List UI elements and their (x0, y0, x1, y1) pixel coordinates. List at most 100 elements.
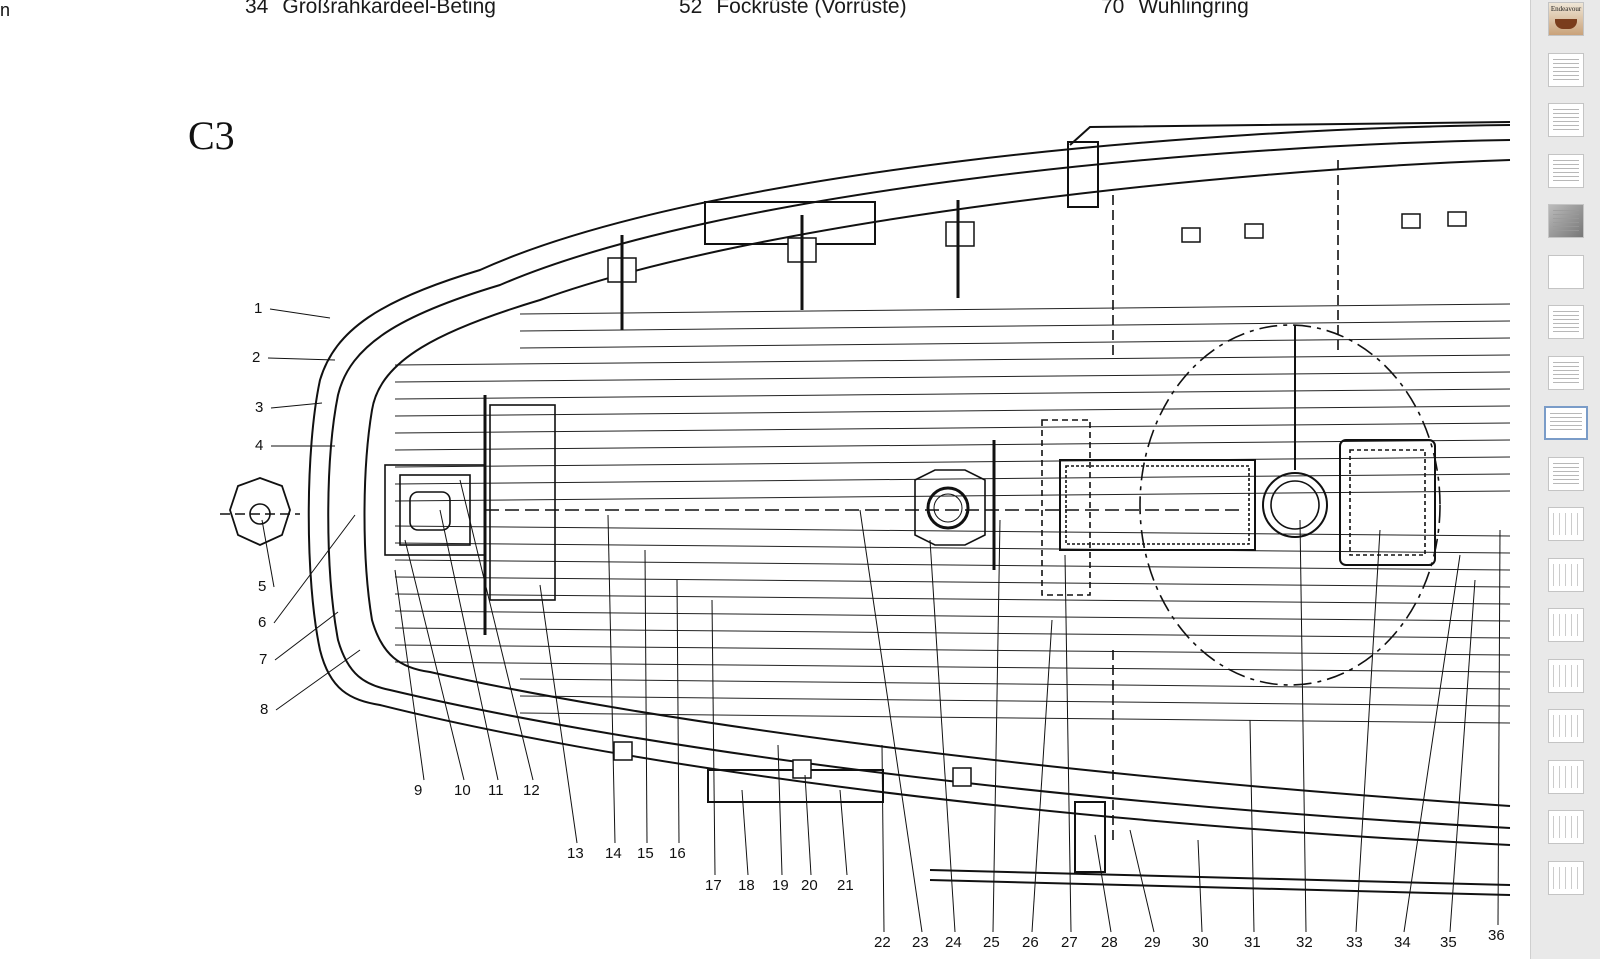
callout-leader-25 (992, 519, 1001, 933)
thumbnail-preview (1553, 866, 1579, 889)
callout-leader-18 (741, 789, 749, 876)
callout-27: 27 (1061, 934, 1078, 951)
callout-leader-35 (1449, 579, 1476, 933)
page-thumbnail-13[interactable] (1548, 608, 1584, 642)
callout-leader-23 (859, 509, 923, 933)
callout-leader-6 (273, 514, 356, 624)
callout-leader-26 (1031, 619, 1053, 933)
callout-31: 31 (1244, 934, 1261, 951)
thumbnail-preview (1550, 413, 1582, 433)
page-thumbnail-6[interactable] (1548, 254, 1584, 289)
plank-line (394, 422, 1511, 434)
plank-line (394, 576, 1511, 588)
plank-line (519, 712, 1511, 724)
plank-line (519, 337, 1511, 349)
page-thumbnail-14[interactable] (1548, 658, 1584, 693)
callout-leader-3 (270, 402, 323, 409)
callout-5: 5 (258, 578, 266, 595)
page-thumbnail-12[interactable] (1548, 557, 1584, 592)
page-thumbnail-17[interactable] (1548, 810, 1584, 844)
page-thumbnail-8[interactable] (1548, 355, 1584, 390)
callout-34: 34 (1394, 934, 1411, 951)
plank-line (394, 661, 1511, 673)
page-thumbnail-16[interactable] (1548, 759, 1584, 794)
thumbnail-preview (1553, 765, 1579, 788)
legend-item-52: 52 Fockrüste (Vorrüste) (679, 0, 907, 19)
callout-33: 33 (1346, 934, 1363, 951)
callout-3: 3 (255, 399, 263, 416)
callout-20: 20 (801, 877, 818, 894)
page-thumbnail-15[interactable] (1548, 709, 1584, 743)
thumbnail-preview (1553, 311, 1579, 333)
callout-16: 16 (669, 845, 686, 862)
page-thumbnail-9[interactable] (1544, 406, 1588, 440)
page-thumbnail-10[interactable] (1548, 456, 1584, 491)
callout-leader-8 (275, 649, 361, 711)
callout-6: 6 (258, 614, 266, 631)
callout-11: 11 (488, 782, 504, 799)
page-edge-mark: n (0, 0, 11, 20)
page-thumbnail-5[interactable] (1548, 204, 1584, 238)
callout-2: 2 (252, 349, 260, 366)
plank-line (394, 644, 1511, 656)
thumbnail-preview (1553, 715, 1579, 737)
callout-leader-9 (394, 569, 425, 781)
legend-item-70: 70 Wuhlingring (1101, 0, 1249, 19)
plank-line (519, 303, 1511, 315)
page-thumbnail-3[interactable] (1548, 103, 1584, 137)
callout-29: 29 (1144, 934, 1161, 951)
callout-32: 32 (1296, 934, 1313, 951)
thumbnail-preview (1553, 664, 1579, 687)
callout-17: 17 (705, 877, 722, 894)
plank-line (394, 542, 1511, 554)
thumbnail-preview (1553, 563, 1579, 586)
thumbnail-preview (1553, 513, 1579, 535)
callout-leader-30 (1197, 839, 1203, 933)
legend-label: Großrahkardeel-Beting (282, 0, 496, 18)
plank-line (394, 354, 1511, 366)
legend-num: 70 (1101, 0, 1125, 18)
callout-25: 25 (983, 934, 1000, 951)
callout-leader-2 (267, 357, 336, 361)
page-thumbnail-7[interactable] (1548, 305, 1584, 339)
callout-leader-lines (261, 308, 1501, 933)
legend-num: 52 (679, 0, 703, 18)
callout-leader-12 (459, 479, 534, 781)
plank-line (394, 371, 1511, 383)
page-thumbnail-4[interactable] (1548, 153, 1584, 188)
plank-line (394, 525, 1511, 537)
callout-21: 21 (837, 877, 854, 894)
page-thumbnail-2[interactable] (1548, 52, 1584, 87)
callout-leader-24 (929, 539, 956, 933)
thumbnail-preview (1553, 58, 1579, 81)
thumbnail-preview (1553, 159, 1579, 182)
page-thumbnail-1[interactable]: Endeavour (1548, 2, 1584, 36)
plank-line (394, 439, 1511, 451)
page-thumbnail-18[interactable] (1548, 860, 1584, 895)
callout-10: 10 (454, 782, 471, 799)
plank-line (394, 405, 1511, 417)
callout-leader-19 (777, 744, 783, 876)
legend-label: Wuhlingring (1138, 0, 1249, 18)
figure-label: C3 (188, 113, 235, 158)
callout-leader-17 (711, 599, 716, 876)
callout-12: 12 (523, 782, 540, 799)
callout-19: 19 (772, 877, 789, 894)
callout-4: 4 (255, 437, 263, 454)
page-thumbnail-11[interactable] (1548, 507, 1584, 541)
callout-leader-33 (1355, 529, 1381, 933)
deck-fittings (220, 160, 1441, 840)
page-thumbnail-sidebar: Endeavour (1530, 0, 1600, 959)
callout-leader-16 (676, 579, 680, 844)
legend-num: 34 (245, 0, 269, 18)
thumbnail-preview (1553, 462, 1579, 485)
thumbnail-preview (1553, 361, 1579, 384)
callout-leader-21 (839, 789, 848, 876)
thumbnail-preview (1553, 210, 1579, 232)
callout-15: 15 (637, 845, 654, 862)
legend-label: Fockrüste (Vorrüste) (716, 0, 907, 18)
hull-outline (307, 121, 1511, 896)
